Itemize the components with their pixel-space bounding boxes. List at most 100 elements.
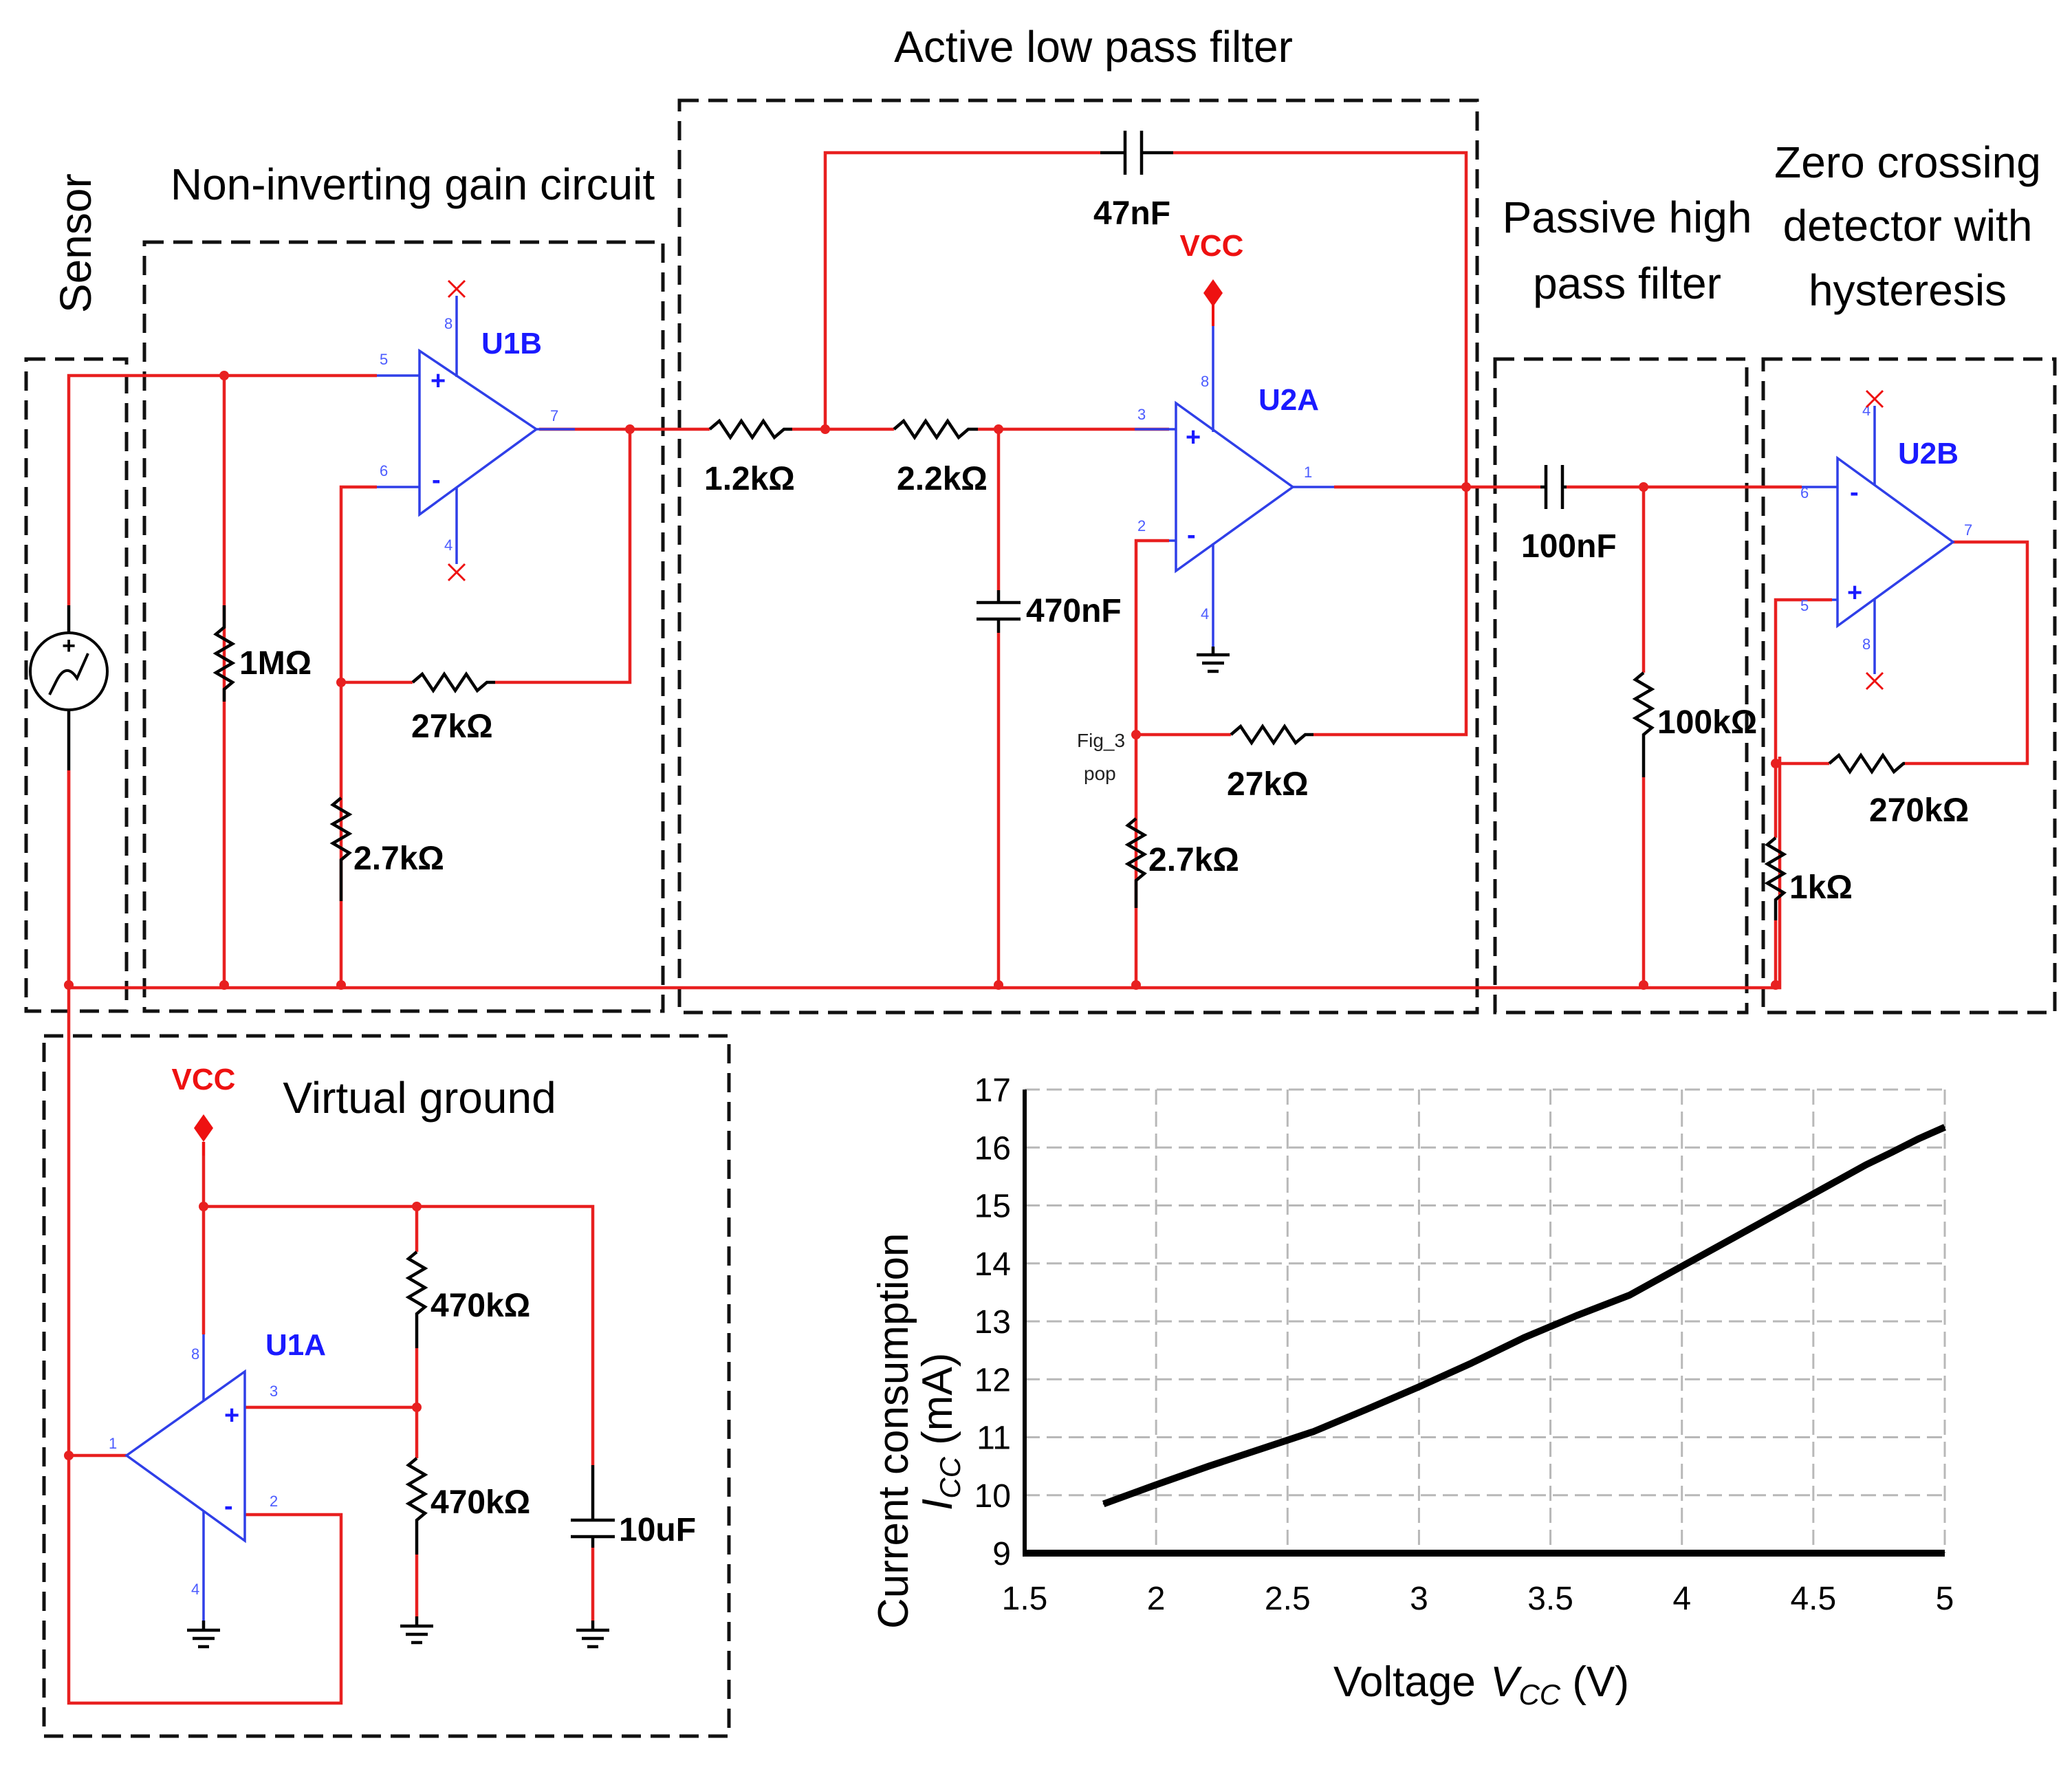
series-point [1628,1295,1631,1297]
y-tick-label: 13 [974,1304,1011,1341]
svg-text:1: 1 [109,1435,117,1452]
capacitor-100nF-icon [1540,465,1567,509]
probe-label-line2: pop [1084,763,1116,784]
resistor-2k2-icon [893,418,978,441]
gain-title: Non-inverting gain circuit [171,160,655,209]
y-tick-label: 12 [974,1362,1011,1398]
svg-text:8: 8 [191,1345,199,1363]
svg-text:3: 3 [1137,406,1146,423]
label-100k: 100kΩ [1657,704,1757,741]
probe-label-line1: Fig_3 [1077,730,1125,751]
series-point [1102,1503,1104,1505]
svg-text:-: - [1850,478,1859,507]
label-1M: 1MΩ [239,645,312,682]
opamp-u2a-icon: + - 3 2 1 8 4 [1135,326,1334,647]
series-point [1523,1336,1525,1339]
series-point [1313,1431,1315,1433]
svg-text:8: 8 [1201,373,1209,390]
sensor-source-icon: + [29,605,109,770]
y-tick-label: 10 [974,1478,1011,1515]
svg-text:2: 2 [270,1493,278,1510]
series-point [1681,1265,1683,1267]
lowpass-title: Active low pass filter [894,22,1293,72]
chart-y-axis-title-line1: Current consumption [870,1233,917,1629]
series-point [1418,1386,1420,1388]
capacitors [571,131,1567,1548]
svg-text:5: 5 [1800,597,1809,614]
series-point [1208,1465,1210,1467]
u2b-label: U2B [1898,437,1959,470]
resistor-1M-icon [212,605,236,702]
highpass-title-line1: Passive high [1503,193,1752,242]
series-point [1155,1484,1157,1486]
zero-crossing-block-box [1761,357,2057,1015]
resistor-470k-b-icon [405,1457,428,1555]
series-point [1917,1138,1919,1140]
label-470nF: 470nF [1026,593,1122,629]
capacitor-470nF-icon [977,590,1021,633]
resistor-1k-icon [1764,836,1787,920]
svg-text:2: 2 [1137,517,1146,534]
label-1k: 1kΩ [1789,869,1853,906]
label-27k-a: 27kΩ [411,708,493,745]
resistor-470k-a-icon [405,1250,428,1348]
ground-icons [187,1616,609,1649]
svg-text:8: 8 [1862,636,1871,653]
svg-text:6: 6 [380,462,388,479]
zero-crossing-title-line3: hysteresis [1809,266,2007,315]
highpass-title-line2: pass filter [1533,259,1721,308]
svg-text:-: - [224,1492,233,1521]
svg-text:1: 1 [1304,464,1312,481]
y-tick-label: 17 [974,1072,1011,1109]
x-tick-label: 4 [1672,1581,1691,1617]
vcc-u2a-label: VCC [1180,229,1244,263]
vcc-u1a-icon [194,1114,213,1156]
x-tick-label: 1.5 [1002,1581,1048,1617]
x-tick-label: 5 [1936,1581,1954,1617]
chart-y-axis-title-line2: ICC (mA) [914,1353,970,1510]
label-100nF: 100nF [1521,528,1617,565]
series-point [1839,1178,1841,1180]
u2a-label: U2A [1258,383,1319,417]
x-tick-label: 2.5 [1265,1581,1311,1617]
series-point [1470,1362,1472,1364]
junction-dots [64,371,1780,1460]
y-tick-label: 16 [974,1130,1011,1167]
x-tick-label: 2 [1147,1581,1166,1617]
capacitor-10uF-icon [571,1465,615,1548]
capacitor-47nF-icon [1100,131,1173,175]
svg-text:3: 3 [270,1383,278,1400]
label-2k7-a: 2.7kΩ [353,841,444,877]
label-470k-b: 470kΩ [430,1484,530,1521]
svg-text:+: + [1186,423,1201,452]
series-line [1102,1124,1947,1508]
y-tick-label: 9 [992,1536,1011,1572]
y-tick-label: 15 [974,1189,1011,1225]
gain-block-box [142,240,665,1013]
highpass-block-box [1493,357,1749,1015]
label-10uF: 10uF [619,1512,696,1548]
svg-text:8: 8 [444,315,452,332]
series-point [1261,1448,1263,1450]
svg-text:+: + [224,1401,239,1430]
resistor-2k7-b-icon [1124,817,1148,908]
resistor-27k-a-icon [411,671,495,694]
opamp-u2b-icon: - + 6 5 7 4 8 [1800,389,1972,691]
svg-text:6: 6 [1800,484,1809,501]
resistor-2k7-a-icon [329,797,353,901]
label-27k-b: 27kΩ [1227,766,1309,803]
series-point [1734,1236,1736,1238]
opamp-u1b-icon: + - 5 6 7 8 4 [377,279,575,582]
chart-axes [1023,1090,1945,1557]
series-point [1575,1314,1578,1317]
label-47nF: 47nF [1093,195,1170,232]
y-tick-label: 11 [977,1420,1011,1457]
u1b-label: U1B [481,327,542,360]
ground-u2a-icon [1197,647,1230,673]
resistor-1k2-icon [708,418,792,441]
label-2k7-b: 2.7kΩ [1148,842,1239,878]
y-tick-label: 14 [974,1246,1011,1283]
